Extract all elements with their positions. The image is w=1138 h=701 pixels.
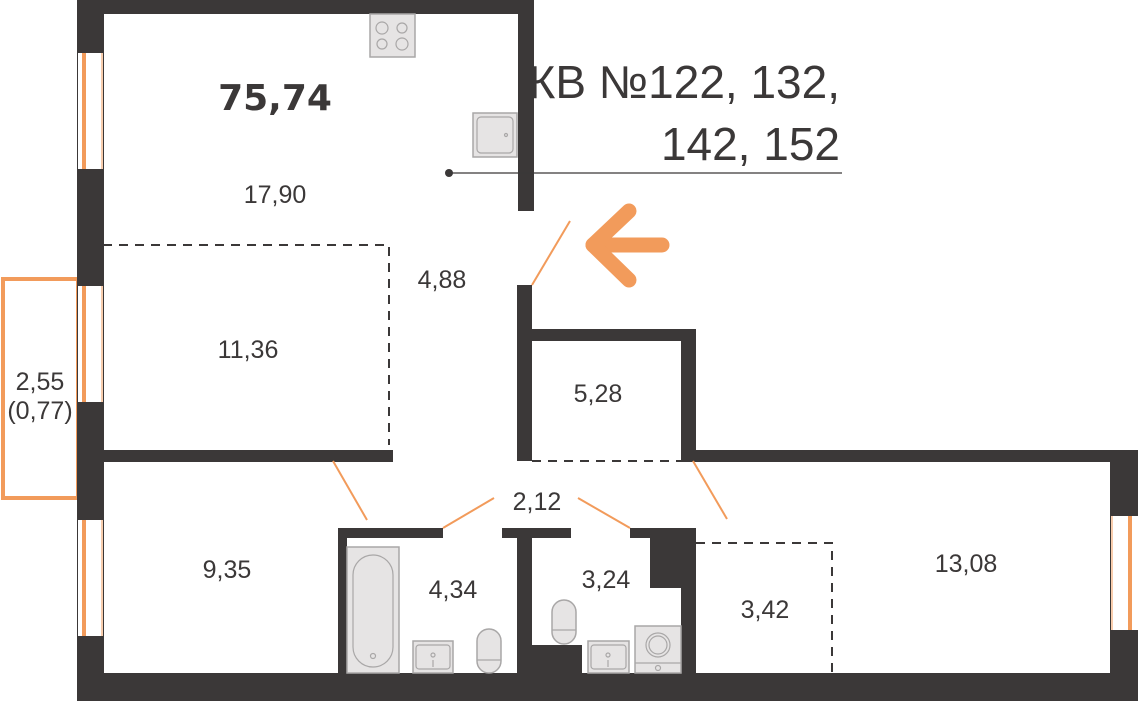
room-area-storage: 5,28 [574,380,623,408]
windows [78,53,1138,636]
kitchen-sink-icon [472,112,518,158]
room-area-bedroom-right: 13,08 [935,550,998,578]
door-swings [332,220,728,529]
bathtub-icon [346,546,400,674]
apartment-title-line2: 142, 152 [661,118,840,170]
room-area-balcony-reduced: (0,77) [7,397,72,425]
toilet-icon [476,628,502,674]
title-leader-line [445,169,842,177]
room-area-bathroom: 4,34 [429,576,478,604]
total-area: 75,74 [218,78,332,119]
room-area-toilet: 3,24 [582,566,631,594]
zone-dividers [103,244,833,673]
stove-icon [369,13,416,58]
washing-machine-icon [634,625,682,674]
room-area-balcony: 2,55 [16,368,65,396]
room-area-kitchen: 17,90 [244,181,307,209]
room-area-bedroom-left: 9,35 [203,556,252,584]
washbasin-icon [587,640,630,674]
room-area-living: 11,36 [218,336,279,364]
apartment-title-line1: КВ №122, 132, [529,56,840,108]
room-area-hall: 4,88 [418,266,467,294]
arrow-left-icon [585,203,670,288]
toilet-icon [551,599,577,645]
room-area-corridor: 2,12 [513,488,562,516]
room-area-wardrobe: 3,42 [741,596,790,624]
washbasin-icon [412,640,454,674]
